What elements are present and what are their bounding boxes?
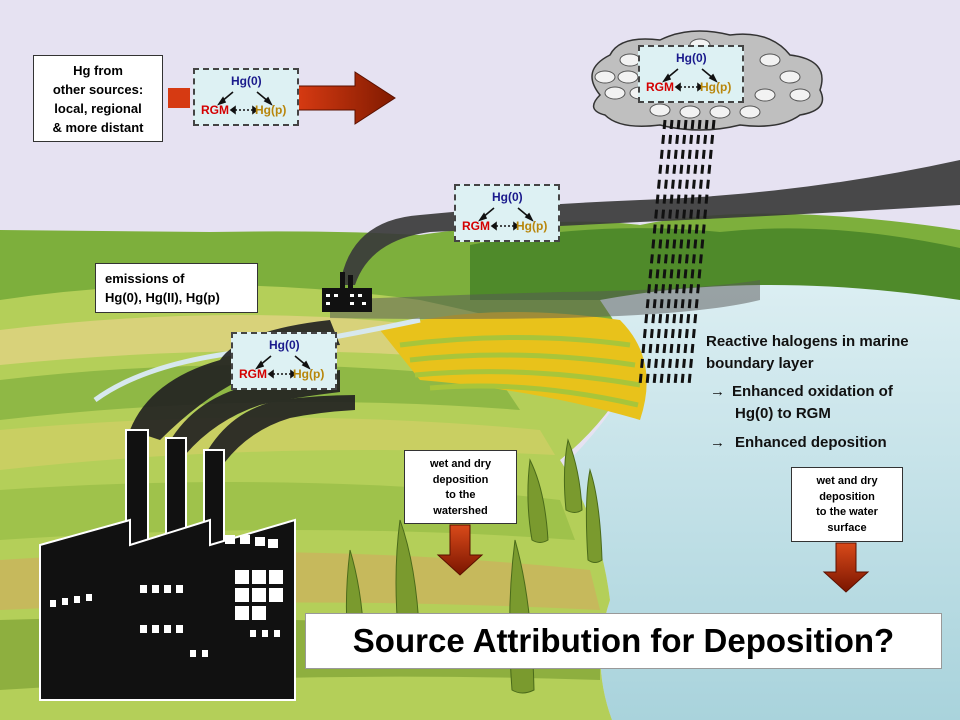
halogen-line: Reactive halogens in marine (706, 333, 909, 350)
watershed-line: to the (445, 489, 476, 501)
chem-cycle-cloud: Hg(0) RGM Hg(p) (638, 45, 744, 103)
emissions-line: emissions of (105, 271, 185, 286)
chem-cycle-arrows (217, 91, 273, 115)
factory (39, 429, 296, 701)
other-sources-line: Hg from (73, 63, 123, 78)
hgp-label: Hg(p) (255, 103, 287, 117)
watershed-deposition-box: wet and dry deposition to the watershed (404, 450, 517, 524)
other-sources-box: Hg from other sources: local, regional &… (33, 55, 163, 142)
page-title: Source Attribution for Deposition? (305, 613, 942, 669)
hgp-label: Hg(p) (293, 367, 325, 381)
crop-rows (399, 335, 641, 408)
other-sources-line: local, regional (54, 101, 142, 116)
halogen-bullet-oxidation: → Enhanced oxidation of Hg(0) to RGM (710, 381, 893, 425)
hg0-label: Hg(0) (676, 51, 707, 65)
incoming-arrow (168, 71, 396, 125)
chem-cycle-arrows (662, 68, 718, 92)
watershed-line: watershed (433, 504, 488, 517)
hgp-label: Hg(p) (700, 80, 732, 94)
water-deposition-box: wet and dry deposition to the water surf… (791, 467, 903, 542)
rgm-label: RGM (462, 219, 490, 233)
other-sources-line: other sources: (52, 82, 144, 97)
emissions-box: emissions of Hg(0), Hg(II), Hg(p) (95, 263, 258, 313)
sea (560, 285, 960, 720)
chem-cycle-plume: Hg(0) RGM Hg(p) (454, 184, 560, 242)
water-deposition-arrow (822, 542, 870, 593)
chem-cycle-source: Hg(0) RGM Hg(p) (193, 68, 299, 126)
rgm-label: RGM (201, 103, 229, 117)
watershed-line: wet and dry (429, 458, 492, 470)
bullet-text: Hg(0) to RGM (735, 405, 831, 422)
halogen-line: boundary layer (706, 355, 814, 372)
watershed-deposition-arrow (436, 524, 484, 576)
rgm-label: RGM (646, 80, 674, 94)
chem-cycle-arrows (255, 355, 311, 379)
hgp-label: Hg(p) (516, 219, 548, 233)
chem-cycle-factory: Hg(0) RGM Hg(p) (231, 332, 337, 390)
hg0-label: Hg(0) (231, 74, 262, 88)
emissions-line: Hg(0), Hg(II), Hg(p) (105, 290, 220, 305)
halogen-heading: Reactive halogens in marine boundary lay… (706, 331, 909, 375)
bullet-text: Enhanced deposition (735, 434, 887, 451)
tree-line (470, 228, 960, 300)
hg0-label: Hg(0) (492, 190, 523, 204)
water-line: to the water (816, 506, 878, 518)
bullet-text: Enhanced oxidation of (732, 383, 893, 400)
watershed-line: deposition (432, 473, 489, 486)
hg0-label: Hg(0) (269, 338, 300, 352)
small-factory (322, 272, 372, 312)
arrow-bullet-icon: → (710, 434, 725, 451)
rgm-label: RGM (239, 367, 267, 381)
chem-cycle-arrows (478, 207, 534, 231)
water-line: surface (827, 521, 867, 534)
halogen-bullet-deposition: → Enhanced deposition (710, 432, 887, 454)
arrow-bullet-icon: → (710, 383, 725, 400)
water-line: wet and dry (816, 475, 878, 487)
other-sources-line: & more distant (52, 120, 144, 135)
water-line: deposition (819, 490, 875, 503)
